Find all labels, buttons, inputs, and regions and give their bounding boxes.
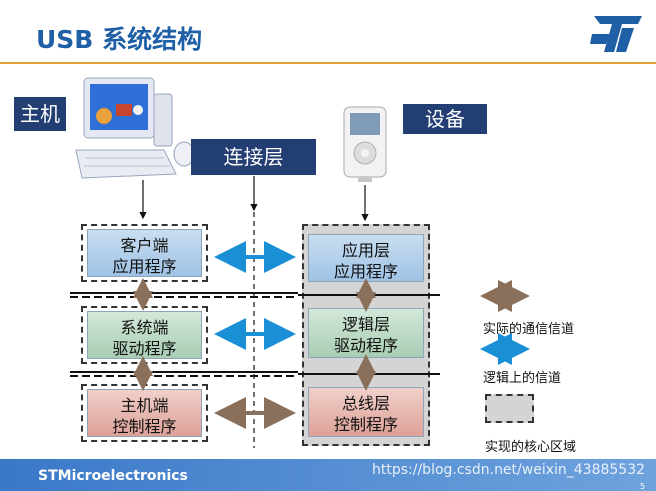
connection-layer-label: 连接层 xyxy=(191,139,316,175)
box-line2: 应用程序 xyxy=(112,257,177,276)
page-title: USB 系统结构 xyxy=(36,25,203,54)
device-label: 设备 xyxy=(403,104,487,134)
box-line1: 应用层 xyxy=(341,241,390,260)
box-line1: 系统端 xyxy=(120,318,169,337)
page-number: 5 xyxy=(640,482,646,491)
box-line2: 控制程序 xyxy=(112,417,177,436)
host-system-driver-box: 系统端 驱动程序 xyxy=(87,311,202,359)
host-client-app-box: 客户端 应用程序 xyxy=(87,229,202,277)
box-line1: 主机端 xyxy=(120,396,169,415)
host-label: 主机 xyxy=(14,97,66,131)
device-logical-box: 逻辑层 驱动程序 xyxy=(308,308,424,358)
footer-brand: STMicroelectronics xyxy=(38,468,188,484)
box-line1: 逻辑层 xyxy=(341,315,390,334)
box-line2: 驱动程序 xyxy=(333,336,398,355)
legend-logical-channel: 逻辑上的信道 xyxy=(483,371,562,386)
legend-core-area: 实现的核心区域 xyxy=(485,440,577,455)
box-line1: 客户端 xyxy=(120,236,169,255)
legend-core-swatch xyxy=(485,394,534,423)
box-line2: 应用程序 xyxy=(333,262,398,281)
box-line2: 控制程序 xyxy=(333,415,398,434)
title-divider xyxy=(0,62,656,64)
box-line2: 驱动程序 xyxy=(112,339,177,358)
device-application-box: 应用层 应用程序 xyxy=(308,234,424,282)
device-bus-box: 总线层 控制程序 xyxy=(308,387,424,437)
ipod-icon xyxy=(343,106,387,182)
computer-icon xyxy=(75,77,195,179)
watermark-text: https://blog.csdn.net/weixin_43885532 xyxy=(372,462,646,478)
legend-actual-channel: 实际的通信信道 xyxy=(483,322,575,337)
st-logo-icon xyxy=(590,16,642,52)
footer-bar xyxy=(0,459,656,491)
box-line1: 总线层 xyxy=(341,394,390,413)
host-controller-box: 主机端 控制程序 xyxy=(87,389,202,437)
